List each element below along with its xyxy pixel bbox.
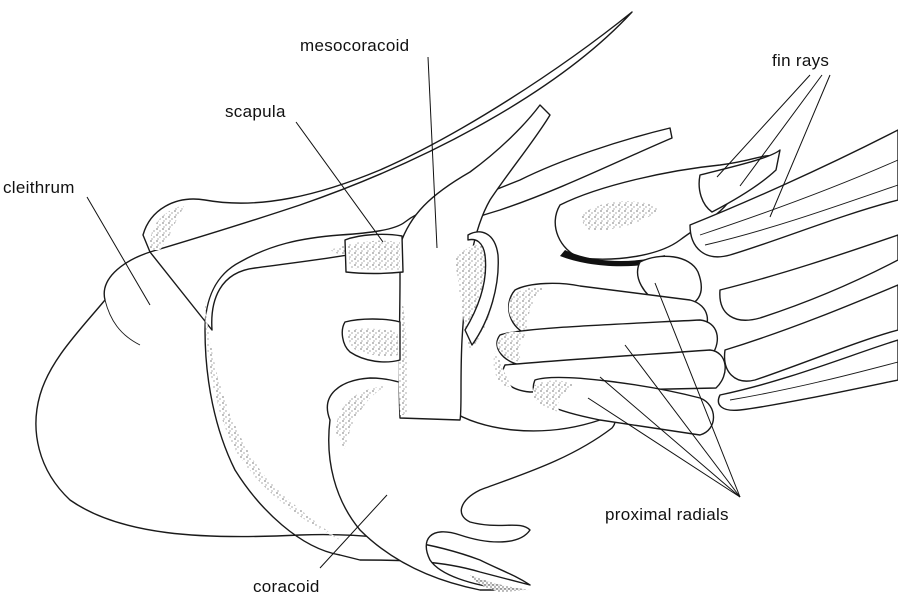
proximal-radials	[494, 256, 726, 435]
label-coracoid: coracoid	[253, 577, 320, 596]
label-mesocoracoid: mesocoracoid	[300, 36, 409, 55]
label-cleithrum: cleithrum	[3, 178, 75, 197]
leader-scapula	[296, 122, 383, 242]
label-fin-rays: fin rays	[772, 51, 829, 70]
label-proximal-radials: proximal radials	[605, 505, 729, 524]
label-scapula: scapula	[225, 102, 286, 121]
scapula-bone	[342, 234, 403, 362]
leader-fin-rays-2	[740, 75, 822, 186]
